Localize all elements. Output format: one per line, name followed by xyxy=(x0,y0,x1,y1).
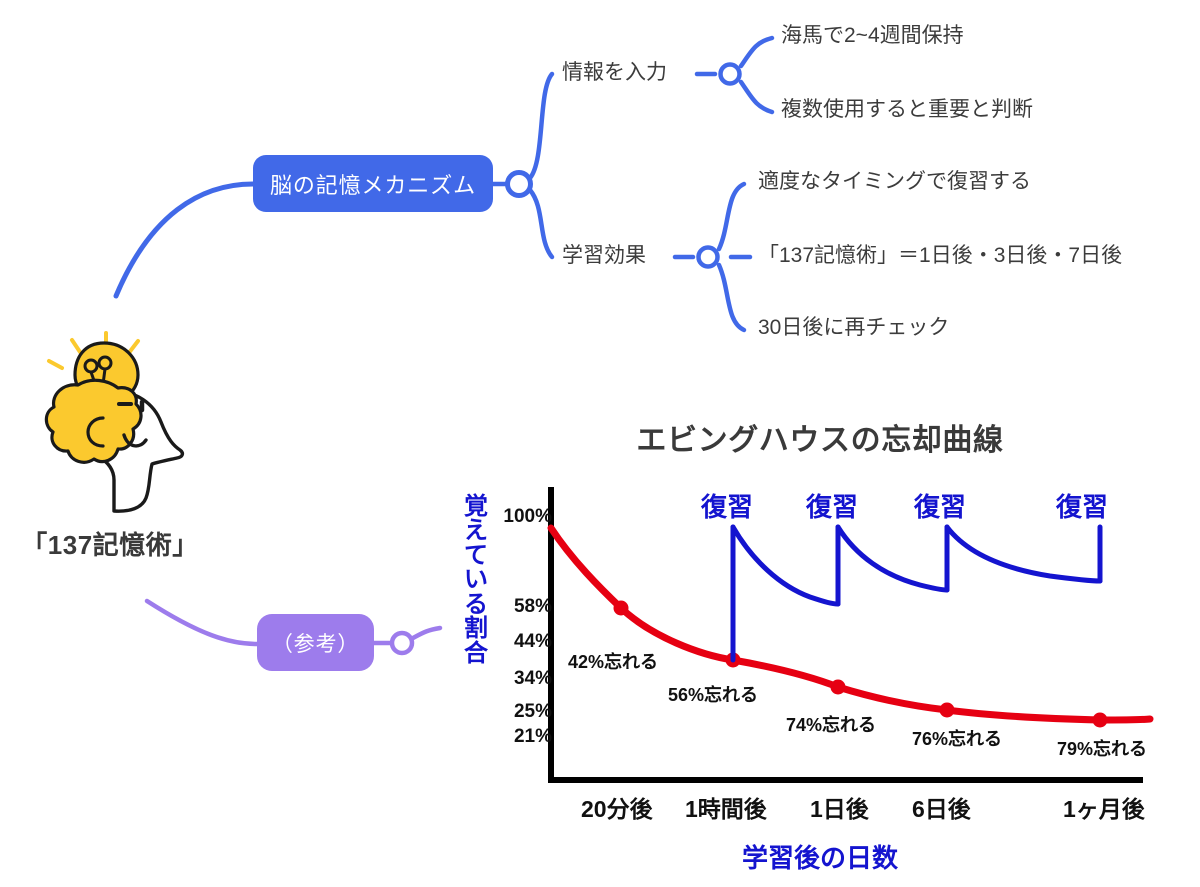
chart-x-axis-label: 学習後の日数 xyxy=(741,843,898,873)
mindmap-leaf-hippocampus[interactable]: 海馬で2~4週間保持 xyxy=(781,24,964,47)
x-tick-label: 1日後 xyxy=(810,796,869,822)
review-label: 復習 xyxy=(806,492,859,522)
mindmap-branch-input[interactable]: 情報を入力 xyxy=(562,62,667,83)
mindmap-reference-node[interactable]: （参考） xyxy=(257,614,374,671)
forget-annotation: 74%忘れる xyxy=(786,715,877,735)
mindmap-leaf-137-method[interactable]: 「137記憶術」＝1日後・3日後・7日後 xyxy=(758,244,1123,267)
head-with-lightbulb-icon xyxy=(18,330,208,515)
mindmap-branch-input-label: 情報を入力 xyxy=(562,61,667,84)
review-label: 復習 xyxy=(701,492,754,522)
forget-annotation: 56%忘れる xyxy=(668,685,759,705)
y-tick-label: 58% xyxy=(513,596,552,617)
y-tick-label: 34% xyxy=(513,668,552,689)
mindmap-leaf-repeated-use[interactable]: 複数使用すると重要と判断 xyxy=(781,98,1033,121)
data-point xyxy=(939,702,955,718)
review-label: 復習 xyxy=(1056,492,1109,522)
x-tick-label: 1ヶ月後 xyxy=(1063,796,1145,822)
data-point xyxy=(613,600,629,616)
chart-title: エビングハウスの忘却曲線 xyxy=(636,424,1004,457)
mindmap-branch-effect[interactable]: 学習効果 xyxy=(562,245,646,266)
illustration-caption: 「137記憶術」 xyxy=(21,530,199,560)
y-tick-label: 21% xyxy=(513,726,552,747)
x-tick-label: 20分後 xyxy=(581,796,653,822)
y-tick-label: 44% xyxy=(513,631,552,652)
mindmap-branch-effect-label: 学習効果 xyxy=(562,244,646,267)
mindmap-reference-label: （参考） xyxy=(271,632,360,656)
chart-y-axis-label: 覚えている割合 xyxy=(464,493,488,667)
forgetting-curve-line xyxy=(547,524,1154,724)
x-tick-label: 1時間後 xyxy=(685,796,767,822)
review-label: 復習 xyxy=(914,492,967,522)
y-tick-label: 100% xyxy=(503,506,552,527)
mindmap-root-label: 脳の記憶メカニズム xyxy=(270,172,476,198)
data-point xyxy=(1092,712,1108,728)
mindmap-root-node[interactable]: 脳の記憶メカニズム xyxy=(253,155,493,212)
mindmap-leaf-timing-review[interactable]: 適度なタイミングで復習する xyxy=(758,170,1031,193)
mindmap-leaf-30day-check[interactable]: 30日後に再チェック xyxy=(758,316,950,339)
forget-annotation: 79%忘れる xyxy=(1057,739,1148,759)
review-recovery-curve xyxy=(730,524,1103,663)
x-tick-label: 6日後 xyxy=(912,796,971,822)
data-point xyxy=(830,679,846,695)
forget-annotation: 76%忘れる xyxy=(912,729,1003,749)
y-tick-label: 25% xyxy=(513,701,552,722)
forget-annotation: 42%忘れる xyxy=(568,652,659,672)
